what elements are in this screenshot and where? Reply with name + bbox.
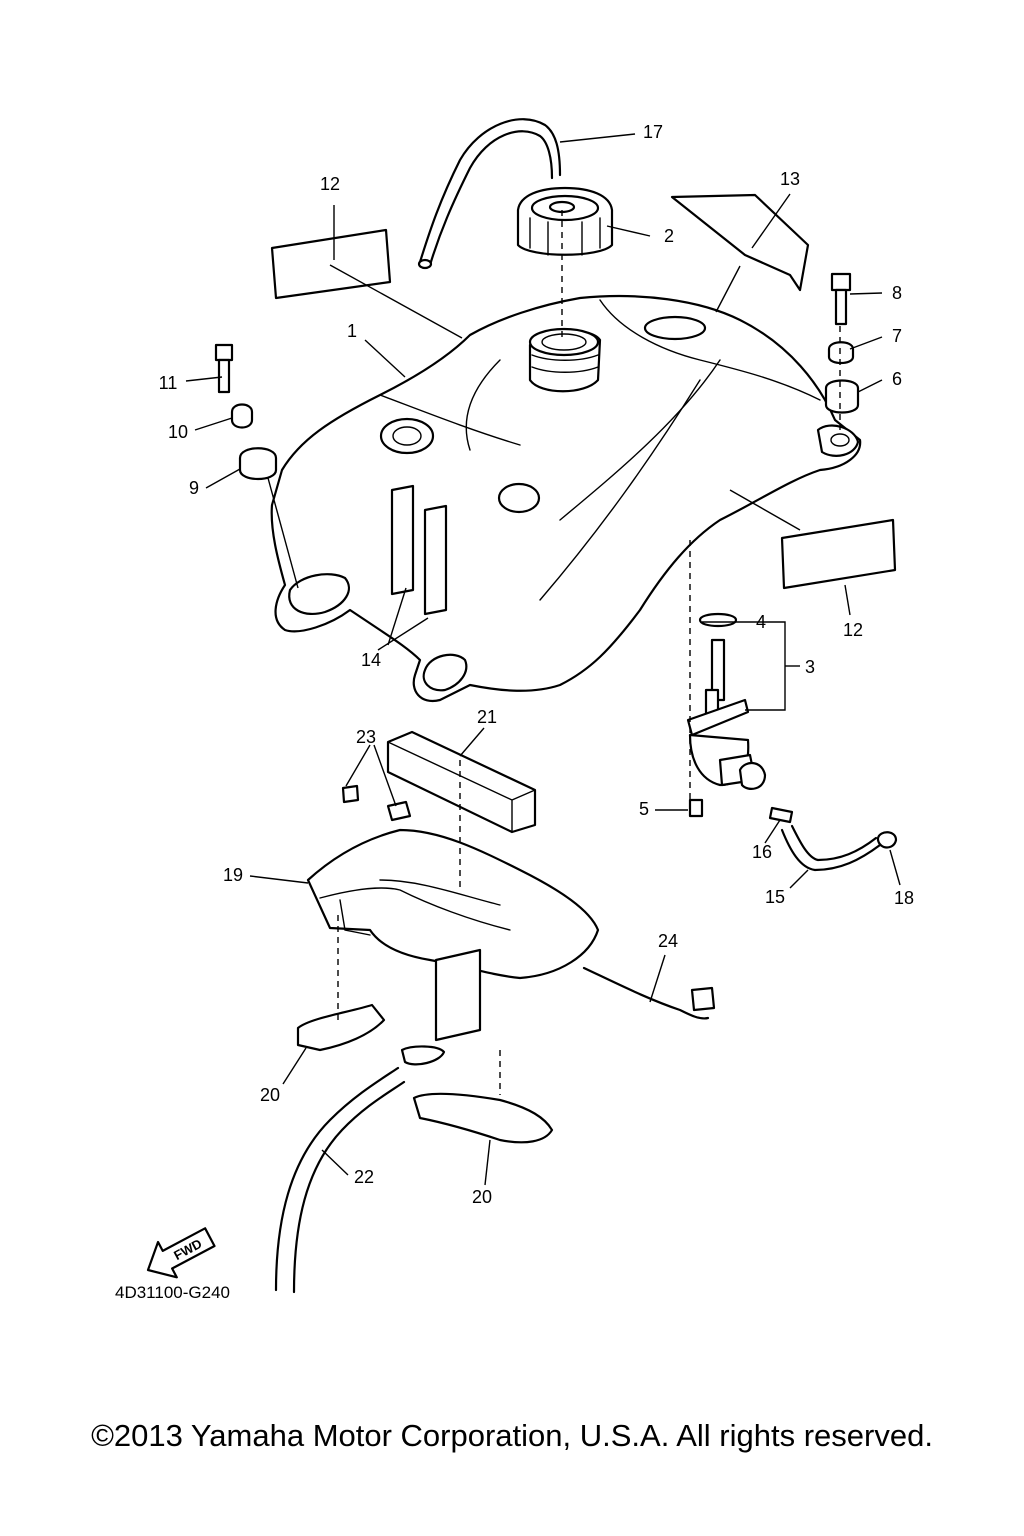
fwd-arrow: FWD: [146, 1227, 216, 1279]
pad-21: [386, 730, 537, 834]
breather-hose: [418, 118, 562, 267]
fuel-tank: [270, 294, 862, 703]
callout-15: 15: [765, 887, 785, 907]
callout-20-lower: 20: [472, 1187, 492, 1207]
callout-22: 23: [356, 727, 376, 747]
callout-12-top: 12: [320, 174, 340, 194]
callout-2: 2: [664, 226, 674, 246]
decal-right: [780, 518, 897, 590]
clip-22-b: [386, 800, 412, 822]
hose-clip-16: [768, 806, 794, 824]
callout-7: 7: [892, 326, 902, 346]
callout-23: 22: [354, 1167, 374, 1187]
tank-cover: [306, 828, 600, 1042]
callout-1: 1: [347, 321, 357, 341]
leader-lines: [185, 133, 901, 1186]
callout-14: 13: [780, 169, 800, 189]
callout-3: 3: [805, 657, 815, 677]
callout-19: 19: [223, 865, 243, 885]
band-24: [582, 966, 710, 1020]
damper-a: [390, 484, 415, 596]
damper-20-upper: [296, 1003, 386, 1052]
decal-top: [270, 228, 392, 300]
fuel-hose: [780, 824, 882, 872]
callout-5: 5: [639, 799, 649, 819]
copyright-notice: ©2013 Yamaha Motor Corporation, U.S.A. A…: [91, 1418, 933, 1453]
drain-hose-23: [274, 1066, 406, 1294]
damper-20-lower: [412, 1092, 554, 1144]
callout-6: 6: [892, 369, 902, 389]
callout-21: 21: [477, 707, 497, 727]
callout-18: 17: [643, 122, 663, 142]
callout-17: 18: [894, 888, 914, 908]
callout-24: 24: [658, 931, 678, 951]
callout-4: 4: [756, 612, 766, 632]
callout-10: 10: [168, 422, 188, 442]
fuel-cock: [686, 612, 767, 818]
damper-b: [423, 504, 448, 616]
left-mount-hardware: [214, 343, 278, 481]
callout-16: 16: [752, 842, 772, 862]
callout-13: 14: [361, 650, 381, 670]
callout-9: 9: [189, 478, 199, 498]
callout-8: 8: [892, 283, 902, 303]
callout-12-right: 12: [843, 620, 863, 640]
diagram-ref-code: 4D31100-G240: [115, 1283, 230, 1302]
clip-22-a: [341, 784, 360, 804]
right-mount-hardware: [824, 272, 860, 414]
hose-clip-17: [876, 831, 898, 849]
callout-11: 11: [159, 373, 178, 393]
callout-labels: 17 2 12 13 8 7 6 1 11 10 9 12 14 4 3 21 …: [159, 122, 914, 1207]
fuel-cap: [516, 186, 614, 256]
callout-20-upper: 20: [260, 1085, 280, 1105]
seal-plate: [670, 193, 810, 292]
